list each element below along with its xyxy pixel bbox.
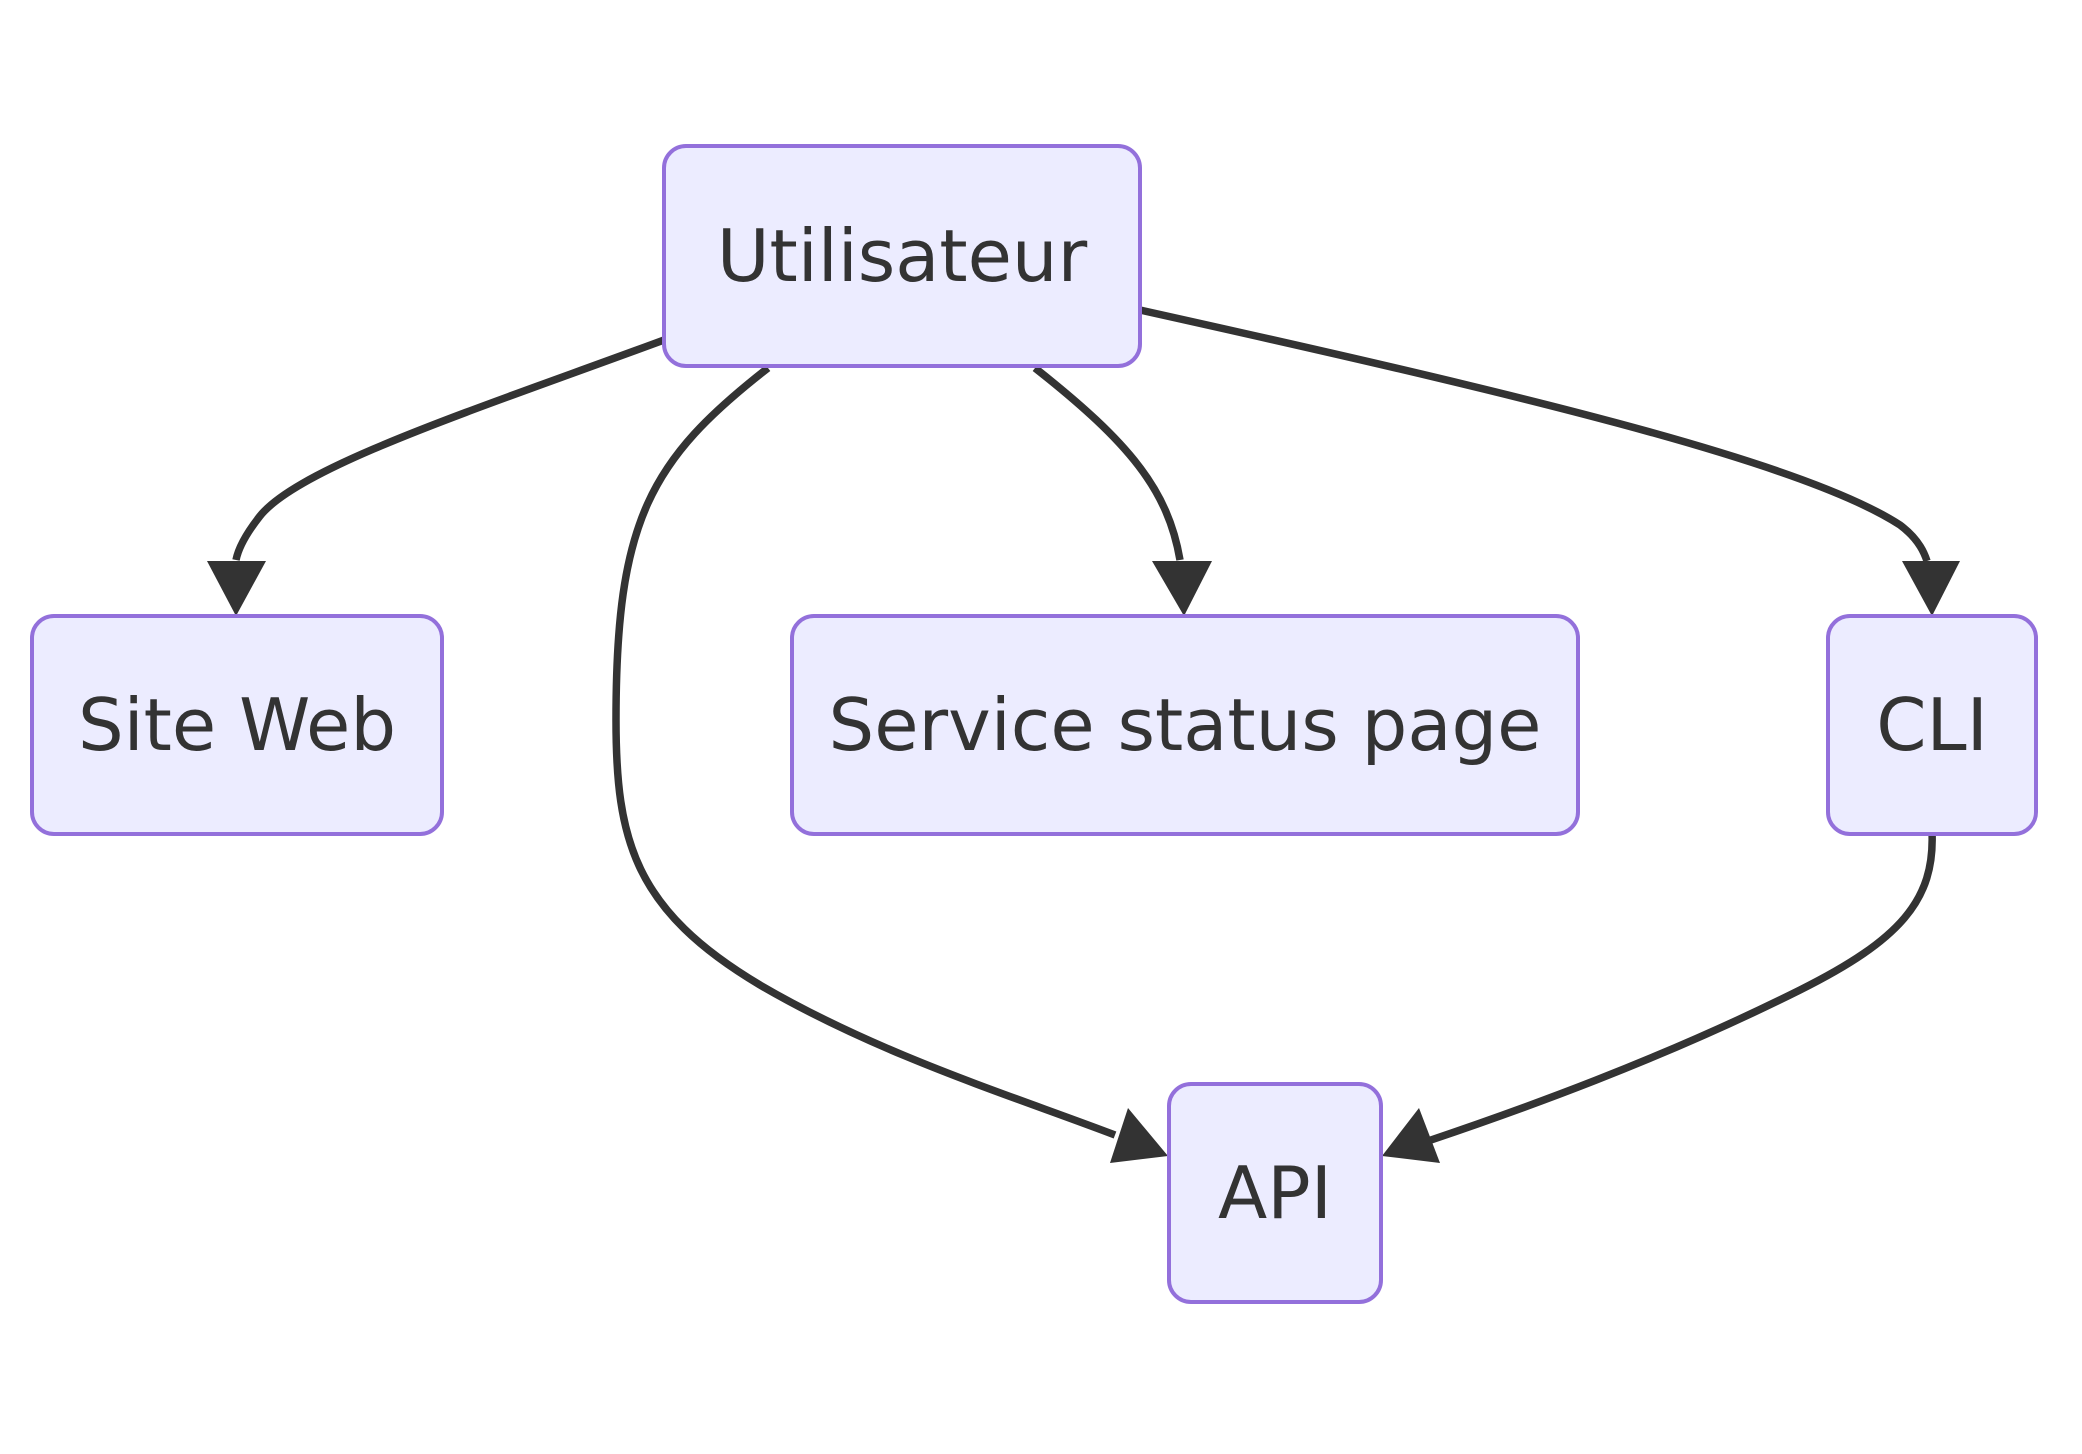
arrowhead-site-web xyxy=(207,561,266,616)
arrowhead-api-left xyxy=(1110,1108,1168,1163)
node-box xyxy=(662,144,1142,368)
node-label-site-web: Site Web xyxy=(78,683,396,767)
node-label-api: API xyxy=(1218,1151,1332,1235)
edges xyxy=(207,306,1960,1163)
edge-utilisateur-site-web xyxy=(232,336,666,561)
node-box xyxy=(1826,614,2038,836)
node-site-web[interactable]: Site Web xyxy=(30,614,444,836)
node-api[interactable]: API xyxy=(1167,1082,1383,1304)
arrowhead-cli xyxy=(1902,561,1960,616)
arrowhead-api-right xyxy=(1382,1108,1440,1163)
edge-utilisateur-api xyxy=(612,365,1117,1139)
node-status-page[interactable]: Service status page xyxy=(790,614,1580,836)
node-label-utilisateur: Utilisateur xyxy=(717,214,1088,298)
edge-cli-api xyxy=(1423,831,1936,1146)
node-box xyxy=(30,614,444,836)
node-label-status-page: Service status page xyxy=(829,683,1542,767)
arrowhead-status-page xyxy=(1152,561,1212,616)
node-label-cli: CLI xyxy=(1876,683,1988,767)
node-box xyxy=(790,614,1580,836)
edge-utilisateur-cli xyxy=(1139,306,1931,563)
node-box xyxy=(1167,1082,1383,1304)
edge-utilisateur-status-page xyxy=(1032,365,1184,561)
node-utilisateur[interactable]: Utilisateur xyxy=(662,144,1142,368)
node-cli[interactable]: CLI xyxy=(1826,614,2038,836)
